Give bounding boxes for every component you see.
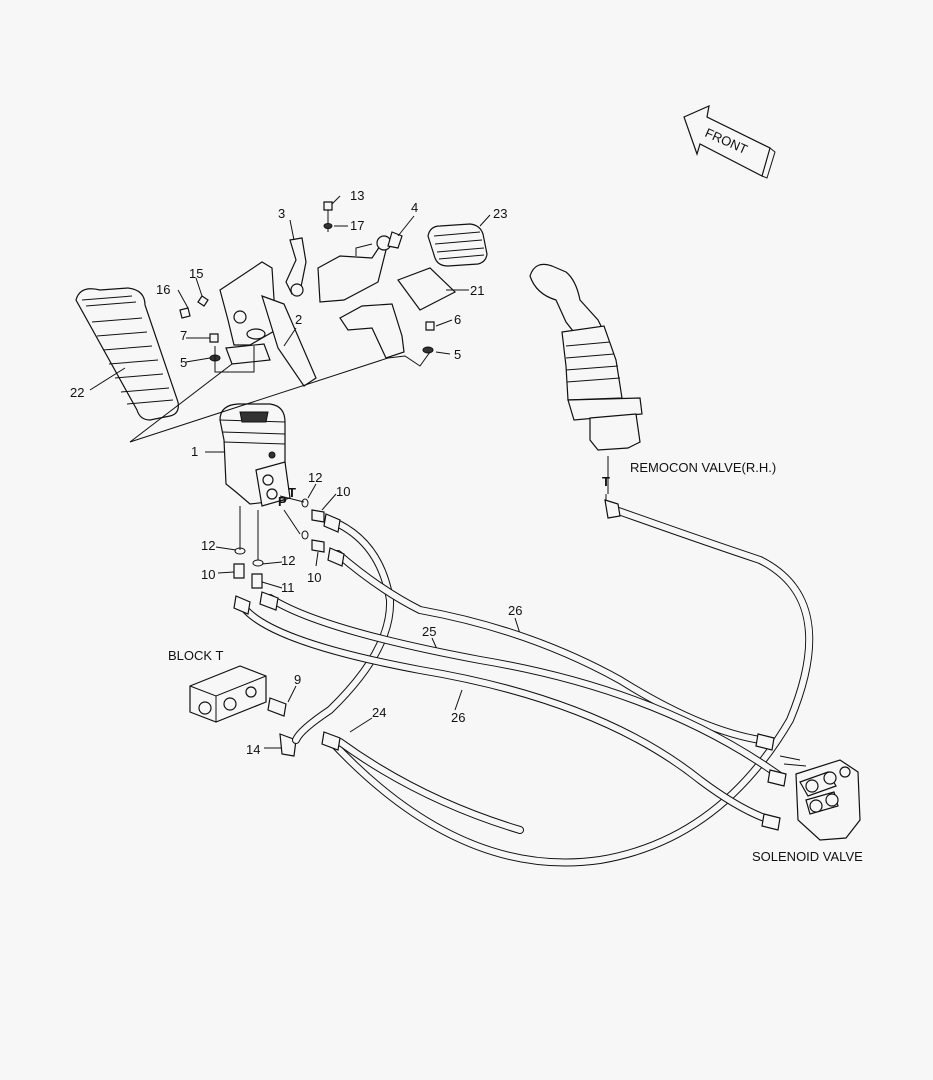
part-number: 7 xyxy=(180,328,187,343)
valve-body-1 xyxy=(219,403,291,507)
part-number: 22 xyxy=(70,385,84,400)
part-number: 5 xyxy=(454,347,461,362)
pedal-23 xyxy=(427,223,488,267)
front-arrow: FRONT xyxy=(683,104,776,179)
part-number: 12 xyxy=(281,553,295,568)
part-number: 12 xyxy=(308,470,322,485)
bracket-21 xyxy=(339,303,405,359)
solenoid-valve-label: SOLENOID VALVE xyxy=(752,849,863,864)
part-number: 6 xyxy=(454,312,461,327)
part-number: 24 xyxy=(372,705,386,720)
pad-21 xyxy=(397,267,457,311)
fasteners xyxy=(179,201,435,362)
block-t xyxy=(189,665,297,757)
remocon-valve-label: REMOCON VALVE(R.H.) xyxy=(630,460,776,475)
part-number: 25 xyxy=(422,624,436,639)
block-t-label: BLOCK T xyxy=(168,648,223,663)
bracket-4 xyxy=(317,231,403,303)
fittings xyxy=(233,498,325,589)
part-number: 12 xyxy=(201,538,215,553)
part-number: 14 xyxy=(246,742,260,757)
part-number: 10 xyxy=(307,570,321,585)
bracket-3 xyxy=(219,237,317,387)
port-t-label: T xyxy=(288,485,296,500)
part-number: 11 xyxy=(281,580,295,595)
hoses xyxy=(236,504,814,867)
part-number: 16 xyxy=(156,282,170,297)
hose-fittings xyxy=(233,499,787,831)
part-number: 17 xyxy=(350,218,364,233)
part-number: 21 xyxy=(470,283,484,298)
part-number: 13 xyxy=(350,188,364,203)
remocon-valve xyxy=(529,263,643,451)
solenoid-valve xyxy=(779,755,861,841)
port-t-remocon-label: T xyxy=(602,474,610,489)
part-number: 15 xyxy=(189,266,203,281)
part-number: 26 xyxy=(508,603,522,618)
part-number: 9 xyxy=(294,672,301,687)
port-p-label: P xyxy=(278,494,287,509)
part-number: 10 xyxy=(336,484,350,499)
part-number: 3 xyxy=(278,206,285,221)
part-number: 5 xyxy=(180,355,187,370)
leader-lines xyxy=(89,195,609,749)
part-number: 2 xyxy=(295,312,302,327)
part-number: 10 xyxy=(201,567,215,582)
part-number: 23 xyxy=(493,206,507,221)
part-number: 26 xyxy=(451,710,465,725)
part-number: 4 xyxy=(411,200,418,215)
pedal-22 xyxy=(75,287,179,421)
part-number: 1 xyxy=(191,444,198,459)
